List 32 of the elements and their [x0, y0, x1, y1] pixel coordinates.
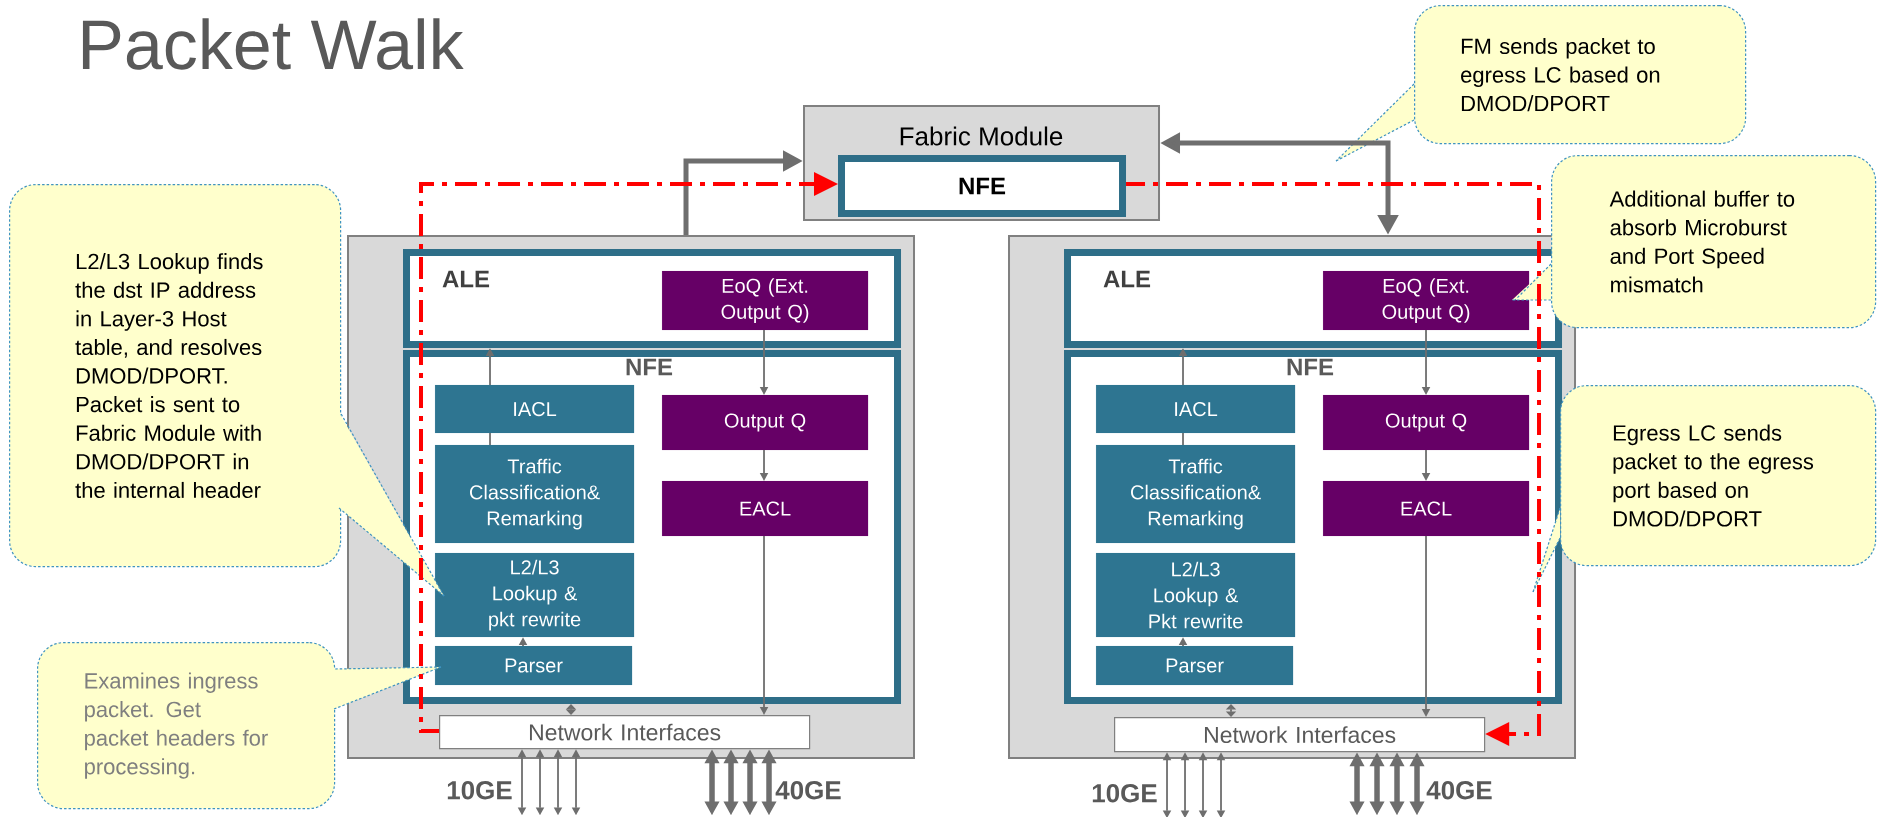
- process-box: L2/L3 Lookup & pkt rewrite: [435, 553, 635, 638]
- callout-bubble: Additional buffer to absorb Microburst and Port Speed mismatch: [1511, 155, 1877, 329]
- arrow: [565, 704, 577, 715]
- title: Packet Walk: [82, 18, 464, 70]
- callout-bubble: Egress LC sends packet to the egress port based on DMOD/DPORT: [1532, 385, 1877, 593]
- packet-path-arrow: [1126, 182, 1541, 746]
- process-box: IACL: [435, 385, 635, 434]
- arrow: [1225, 704, 1237, 717]
- process-box: Traffic Classification& Remarking: [1096, 445, 1296, 544]
- process-box: Parser: [1096, 646, 1294, 686]
- queue-box: EACL: [662, 481, 869, 537]
- packet-path-arrow: [419, 172, 838, 733]
- port-speed-label: 40GE: [775, 781, 841, 800]
- queue-box: Output Q: [662, 395, 869, 451]
- port-speed-label: 10GE: [447, 781, 512, 800]
- callout-bubble: FM sends packet to egress LC based on DMOD/DPORT: [1335, 5, 1747, 162]
- connector-line: [489, 432, 491, 446]
- queue-box: EACL: [1323, 481, 1530, 537]
- process-box: L2/L3 Lookup & Pkt rewrite: [1096, 553, 1296, 638]
- queue-box: EoQ (Ext. Output Q): [662, 271, 869, 331]
- queue-box: Output Q: [1323, 395, 1530, 451]
- callout-bubble: Examines ingress packet. Get packet headers for processing.: [37, 642, 442, 810]
- port-speed-label: 40GE: [1426, 781, 1492, 800]
- connector-line: [1182, 432, 1184, 446]
- process-box: Traffic Classification& Remarking: [435, 445, 635, 544]
- queue-box: EoQ (Ext. Output Q): [1323, 271, 1530, 331]
- nfe-block: NFE: [838, 155, 1126, 217]
- process-box: IACL: [1096, 385, 1296, 434]
- interface-bar: Network Interfaces: [1114, 717, 1486, 753]
- port-speed-label: 10GE: [1092, 784, 1157, 803]
- interface-bar: Network Interfaces: [439, 715, 811, 750]
- process-box: Parser: [435, 646, 633, 686]
